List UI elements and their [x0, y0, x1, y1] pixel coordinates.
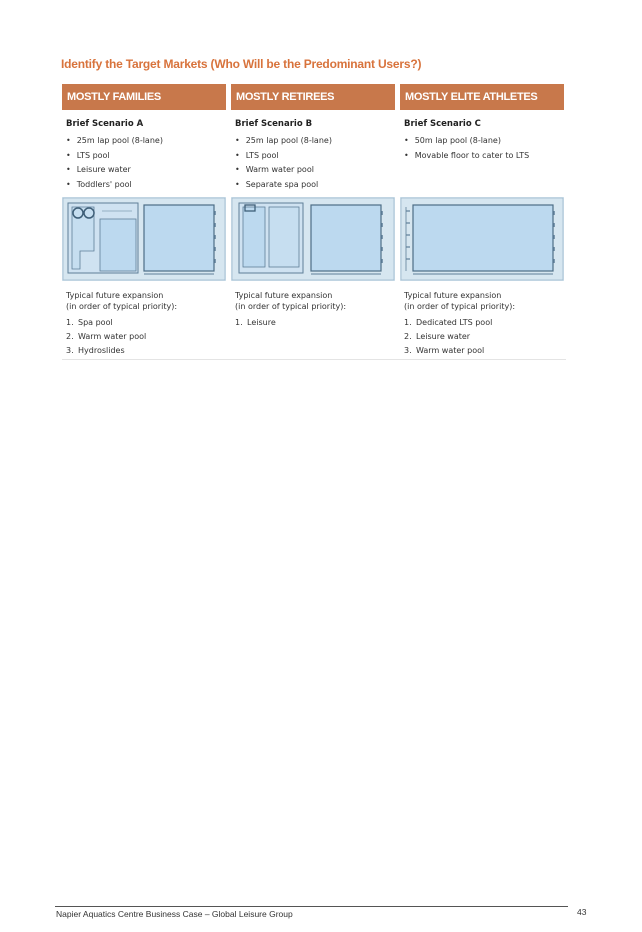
- expansion-title-line: Typical future expansion: [235, 291, 333, 300]
- floor-plan-c: [400, 197, 564, 281]
- feature-item: 25m lap pool (8-lane): [235, 134, 332, 149]
- expansion-list: 1. Spa pool 2. Warm water pool 3. Hydroslid…: [66, 316, 146, 358]
- column-families: MOSTLY FAMILIES Brief Scenario A 25m lap…: [62, 84, 226, 355]
- feature-list: 50m lap pool (8-lane) Movable floor to c…: [404, 134, 530, 164]
- feature-list: 25m lap pool (8-lane) LTS pool Leisure w…: [66, 134, 163, 192]
- floor-plan-b-drawing: [231, 197, 395, 281]
- expansion-item: 3. Warm water pool: [404, 344, 492, 358]
- expansion-number: 1.: [66, 318, 74, 327]
- expansion-number: 2.: [404, 332, 412, 341]
- expansion-number: 1.: [235, 318, 243, 327]
- expansion-title-line: (in order of typical priority):: [235, 302, 347, 311]
- expansion-text: Hydroslides: [78, 346, 125, 355]
- expansion-number: 1.: [404, 318, 412, 327]
- expansion-title: Typical future expansion (in order of ty…: [66, 290, 177, 312]
- expansion-item: 1. Leisure: [235, 316, 276, 330]
- expansion-title-line: (in order of typical priority):: [404, 302, 516, 311]
- expansion-number: 2.: [66, 332, 74, 341]
- expansion-item: 1. Spa pool: [66, 316, 146, 330]
- floor-plan-b: [231, 197, 395, 281]
- feature-item: LTS pool: [235, 149, 332, 164]
- expansion-text: Warm water pool: [416, 346, 485, 355]
- footer-rule: [55, 906, 568, 907]
- expansion-text: Warm water pool: [78, 332, 147, 341]
- expansion-text: Dedicated LTS pool: [416, 318, 493, 327]
- section-divider: [62, 359, 566, 360]
- scenario-title: Brief Scenario B: [235, 119, 313, 129]
- expansion-title: Typical future expansion (in order of ty…: [404, 290, 515, 312]
- expansion-number: 3.: [404, 346, 412, 355]
- feature-item: Warm water pool: [235, 163, 332, 178]
- page-number: 43: [577, 907, 587, 917]
- feature-item: Toddlers' pool: [66, 178, 163, 193]
- feature-item: 25m lap pool (8-lane): [66, 134, 163, 149]
- expansion-item: 2. Warm water pool: [66, 330, 146, 344]
- floor-plan-a-drawing: [62, 197, 226, 281]
- column-elite-athletes: MOSTLY ELITE ATHLETES Brief Scenario C 5…: [400, 84, 564, 355]
- expansion-title-line: (in order of typical priority):: [66, 302, 178, 311]
- expansion-text: Leisure: [247, 318, 276, 327]
- expansion-text: Spa pool: [78, 318, 113, 327]
- expansion-list: 1. Leisure: [235, 316, 276, 330]
- floor-plan-c-drawing: [400, 197, 564, 281]
- expansion-title-line: Typical future expansion: [404, 291, 502, 300]
- expansion-title: Typical future expansion (in order of ty…: [235, 290, 346, 312]
- expansion-item: 2. Leisure water: [404, 330, 492, 344]
- column-header: MOSTLY RETIREES: [231, 84, 395, 110]
- scenario-title: Brief Scenario A: [66, 119, 144, 129]
- expansion-number: 3.: [66, 346, 74, 355]
- column-header: MOSTLY FAMILIES: [62, 84, 226, 110]
- feature-item: 50m lap pool (8-lane): [404, 134, 529, 149]
- feature-item: Separate spa pool: [235, 178, 332, 193]
- expansion-list: 1. Dedicated LTS pool 2. Leisure water 3. W…: [404, 316, 492, 358]
- expansion-item: 1. Dedicated LTS pool: [404, 316, 492, 330]
- feature-list: 25m lap pool (8-lane) LTS pool Warm wate…: [235, 134, 332, 192]
- feature-item: Movable floor to cater to LTS: [404, 149, 530, 164]
- scenario-title: Brief Scenario C: [404, 119, 481, 129]
- feature-item: LTS pool: [66, 149, 163, 164]
- expansion-title-line: Typical future expansion: [66, 291, 164, 300]
- feature-item: Leisure water: [66, 163, 163, 178]
- page-heading: Identify the Target Markets (Who Will be…: [61, 57, 422, 71]
- floor-plan-a: [62, 197, 226, 281]
- expansion-item: 3. Hydroslides: [66, 344, 146, 358]
- column-header: MOSTLY ELITE ATHLETES: [400, 84, 564, 110]
- footer-title: Napier Aquatics Centre Business Case – G…: [56, 909, 293, 919]
- expansion-text: Leisure water: [416, 332, 471, 341]
- column-retirees: MOSTLY RETIREES Brief Scenario B 25m lap…: [231, 84, 395, 327]
